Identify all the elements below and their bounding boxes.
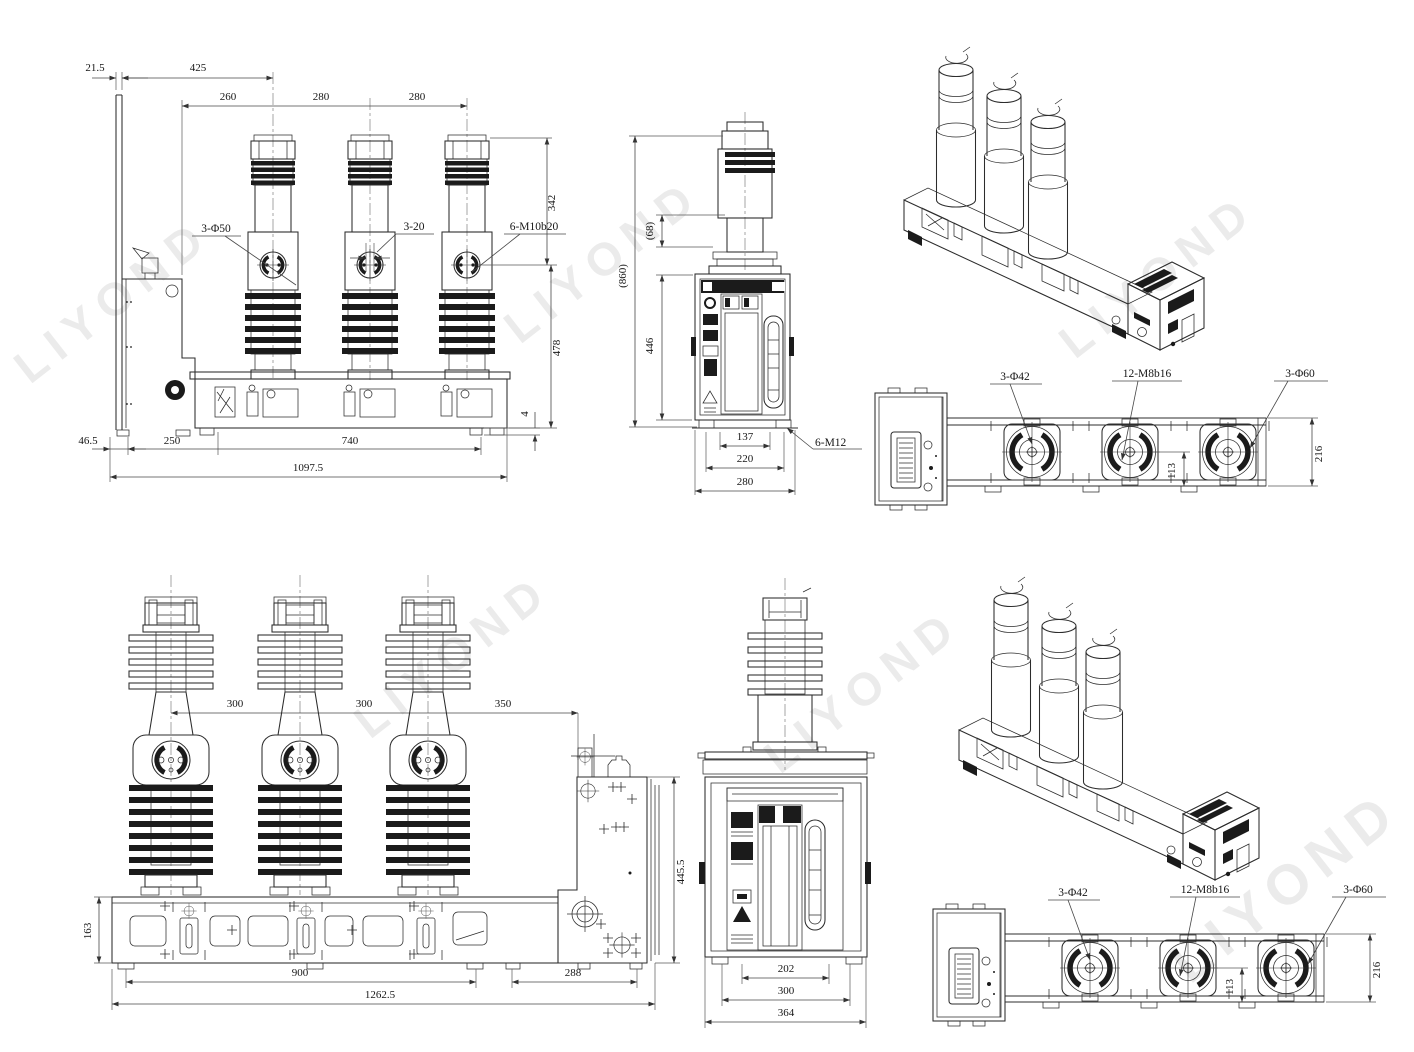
dim-163: 163	[82, 922, 94, 939]
side-view-bottom: 202 300 364	[697, 578, 875, 1028]
dim-202: 202	[778, 963, 795, 975]
dim-300-b: 300	[356, 698, 373, 710]
label-6m10b20: 6-M10b20	[510, 221, 559, 233]
dim-350: 350	[495, 698, 512, 710]
dim-1097-5: 1097.5	[293, 462, 324, 474]
front-view-top: 21.5 425 260 280 280 3-Φ50 3-20 6-M10b20…	[78, 62, 566, 482]
dim-220: 220	[737, 453, 754, 465]
label-6m12: 6-M12	[815, 437, 847, 449]
watermark-text: LIYOND	[754, 598, 970, 783]
dim-342: 342	[546, 195, 558, 212]
dim-4: 4	[519, 411, 531, 417]
dim-740: 740	[342, 435, 359, 447]
dim-900: 900	[292, 967, 309, 979]
label-3-20: 3-20	[403, 221, 424, 233]
label-3phi50: 3-Φ50	[201, 223, 231, 235]
bottom-view-bottom	[933, 884, 1386, 1026]
dim-250: 250	[164, 435, 181, 447]
dim-478: 478	[551, 339, 563, 356]
dim-300-a: 300	[227, 698, 244, 710]
dim-1262-5: 1262.5	[365, 989, 396, 1001]
watermark-text: LIYOND	[494, 168, 710, 353]
dim-21-5: 21.5	[85, 62, 105, 74]
dim-46-5: 46.5	[78, 435, 98, 447]
front-view-bottom: 300 300 350	[82, 575, 687, 1010]
dim-68: (68)	[644, 222, 656, 241]
dim-425: 425	[190, 62, 207, 74]
bottom-view-top	[875, 368, 1328, 510]
side-view-top: (860) (68) 446 137 220 280 6-M12	[617, 112, 862, 495]
isometric-view-bottom	[958, 576, 1260, 881]
dim-280-b: 280	[409, 91, 426, 103]
dim-446: 446	[644, 337, 656, 354]
dim-445-5: 445.5	[675, 859, 687, 884]
dim-860: (860)	[617, 264, 629, 288]
dim-300: 300	[778, 985, 795, 997]
dim-364: 364	[778, 1007, 795, 1019]
watermark-text: LIYOND	[344, 563, 560, 748]
dim-288: 288	[565, 967, 582, 979]
watermark-text: LIYOND	[4, 208, 220, 393]
dim-137: 137	[737, 431, 754, 443]
dim-260: 260	[220, 91, 237, 103]
dim-280: 280	[737, 476, 754, 488]
dim-280-a: 280	[313, 91, 330, 103]
